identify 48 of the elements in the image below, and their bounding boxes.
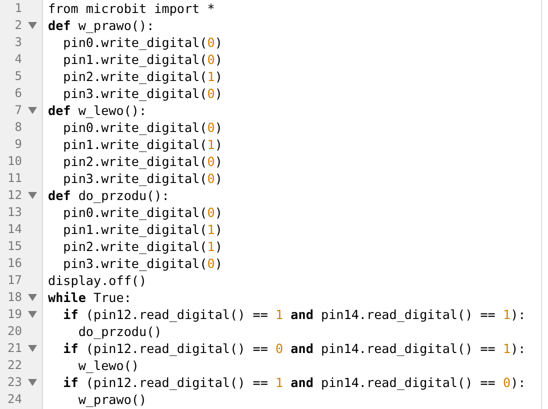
code-line: if (pin12.read_digital() == 1 and pin14.read_digital() == 0): bbox=[62, 374, 526, 391]
code-line: pin0.write_digital(0) bbox=[62, 34, 222, 51]
line-number: 19 bbox=[6, 306, 22, 323]
code-line: pin1.write_digital(0) bbox=[62, 51, 222, 68]
code-line: pin2.write_digital(1) bbox=[62, 68, 222, 85]
line-number: 9 bbox=[14, 136, 22, 153]
code-line: if (pin12.read_digital() == 0 and pin14.read_digital() == 1): bbox=[62, 340, 526, 357]
code-line: w_prawo() bbox=[77, 391, 147, 408]
line-number: 15 bbox=[6, 238, 22, 255]
line-number: 21 bbox=[6, 340, 22, 357]
line-number: 23 bbox=[6, 374, 22, 391]
code-line: pin2.write_digital(1) bbox=[62, 238, 222, 255]
code-line: pin0.write_digital(0) bbox=[62, 119, 222, 136]
line-number: 10 bbox=[6, 153, 22, 170]
line-number: 3 bbox=[14, 34, 22, 51]
line-number: 22 bbox=[6, 357, 22, 374]
line-number: 17 bbox=[6, 272, 22, 289]
code-line: w_lewo() bbox=[77, 357, 139, 374]
code-line: pin0.write_digital(0) bbox=[62, 204, 222, 221]
line-number: 7 bbox=[14, 102, 22, 119]
line-number: 24 bbox=[6, 391, 22, 408]
code-line: do_przodu() bbox=[77, 323, 162, 340]
code-line: from microbit import * bbox=[48, 0, 215, 17]
code-line: pin1.write_digital(1) bbox=[62, 136, 222, 153]
code-line: pin3.write_digital(0) bbox=[62, 255, 222, 272]
line-number: 11 bbox=[6, 170, 22, 187]
line-number: 1 bbox=[14, 0, 22, 17]
code-line: display.off() bbox=[48, 272, 147, 289]
line-number: 4 bbox=[14, 51, 22, 68]
code-line: pin1.write_digital(1) bbox=[62, 221, 222, 238]
line-number: 8 bbox=[14, 119, 22, 136]
line-number: 20 bbox=[6, 323, 22, 340]
line-number: 2 bbox=[14, 17, 22, 34]
code-line: if (pin12.read_digital() == 1 and pin14.read_digital() == 1): bbox=[62, 306, 526, 323]
code-line: pin3.write_digital(0) bbox=[62, 170, 222, 187]
code-line: def do_przodu(): bbox=[48, 187, 170, 204]
line-number: 18 bbox=[6, 289, 22, 306]
line-number: 6 bbox=[14, 85, 22, 102]
line-number: 13 bbox=[6, 204, 22, 221]
code-line: def w_prawo(): bbox=[48, 17, 154, 34]
code-line: pin3.write_digital(0) bbox=[62, 85, 222, 102]
line-number: 12 bbox=[6, 187, 22, 204]
code-line: pin2.write_digital(0) bbox=[62, 153, 222, 170]
code-line: def w_lewo(): bbox=[48, 102, 147, 119]
line-number: 14 bbox=[6, 221, 22, 238]
code-line: while True: bbox=[48, 289, 132, 306]
line-number: 16 bbox=[6, 255, 22, 272]
line-number: 5 bbox=[14, 68, 22, 85]
